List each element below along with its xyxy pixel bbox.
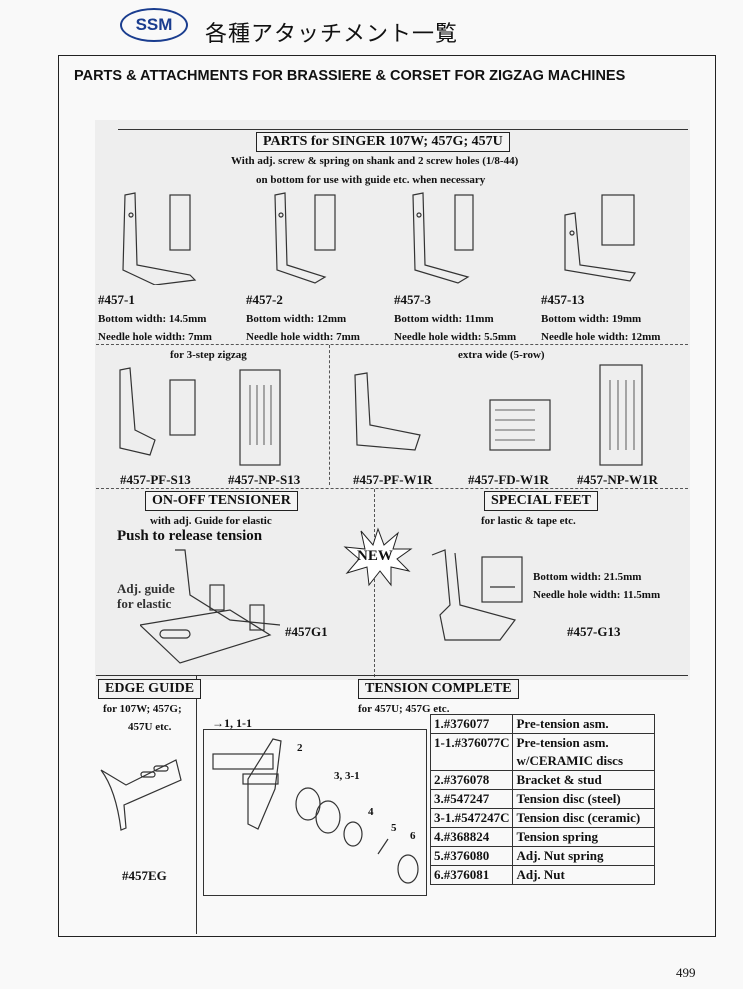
callout-label: 4	[368, 806, 374, 818]
presser-feet-drawings	[122, 192, 636, 285]
dashed-divider	[96, 344, 688, 345]
ssm-logo: SSM	[120, 8, 188, 42]
part-code: #457G1	[285, 624, 328, 639]
part-number: 1.#376077	[429, 714, 514, 734]
part-name: Tension spring	[512, 827, 656, 847]
needle-hole-width: Needle hole width: 11.5mm	[533, 589, 661, 601]
wide-label: extra wide (5-row)	[458, 349, 545, 361]
bottom-width: Bottom width: 12mm	[246, 313, 347, 325]
part-code: #457-PF-W1R	[353, 472, 433, 487]
callout-label: 6	[410, 830, 416, 842]
part-number: 4.#368824	[429, 827, 514, 847]
part-number: 3-1.#547247C	[429, 808, 514, 828]
callout-1: →1, 1-1	[212, 716, 252, 730]
part-number: 6.#376081	[429, 865, 514, 885]
divider	[96, 675, 688, 676]
needle-hole-width: Needle hole width: 12mm	[541, 331, 661, 343]
new-burst-icon	[343, 527, 413, 587]
part-code: #457-PF-S13	[120, 472, 191, 487]
part-code: #457-1	[98, 292, 135, 307]
part-code: #457-FD-W1R	[468, 472, 549, 487]
part-code: #457-3	[394, 292, 431, 307]
gray-panel	[95, 120, 690, 680]
part-number: 3.#547247	[429, 789, 514, 809]
part-code: #457-NP-S13	[228, 472, 301, 487]
zigzag-label: for 3-step zigzag	[170, 349, 247, 361]
needle-hole-width: Needle hole width: 7mm	[246, 331, 360, 343]
bottom-width: Bottom width: 19mm	[541, 313, 642, 325]
callout-label: 5	[391, 822, 397, 834]
edge-desc: for 107W; 457G;	[103, 703, 182, 715]
foot-drawing-4	[564, 194, 636, 282]
part-name: Pre-tension asm.	[512, 714, 656, 734]
special-heading: SPECIAL FEET	[484, 491, 598, 511]
dashed-divider	[374, 489, 375, 677]
parts-desc-2: on bottom for use with guide etc. when n…	[256, 174, 486, 186]
page-number: 499	[676, 965, 696, 980]
callout-label: 1, 1-1	[224, 716, 252, 730]
parts-heading: PARTS for SINGER 107W; 457G; 457U	[256, 132, 510, 152]
part-code: #457EG	[122, 868, 167, 883]
foot-drawing-3	[412, 192, 474, 284]
part-code: #457-NP-W1R	[577, 472, 658, 487]
part-code: #457-13	[541, 292, 585, 307]
push-label: Push to release tension	[117, 528, 263, 544]
part-name: Tension disc (ceramic)	[512, 808, 656, 828]
bottom-width: Bottom width: 14.5mm	[98, 313, 207, 325]
content-frame	[58, 55, 716, 937]
part-code: #457-G13	[567, 624, 621, 639]
edge-desc: 457U etc.	[128, 721, 172, 733]
needle-hole-width: Needle hole width: 7mm	[98, 331, 212, 343]
foot-drawing-2	[274, 192, 336, 284]
part-number: 5.#376080	[429, 846, 514, 866]
parts-desc-1: With adj. screw & spring on shank and 2 …	[231, 155, 519, 167]
tensioner-desc: with adj. Guide for elastic	[150, 515, 272, 527]
part-code: #457-2	[246, 292, 283, 307]
edge-guide-heading: EDGE GUIDE	[98, 679, 202, 699]
callout-label: 3, 3-1	[334, 770, 360, 782]
special-desc: for lastic & tape etc.	[481, 515, 576, 527]
callout-label: 2	[297, 742, 303, 754]
tension-diagram-box	[203, 729, 427, 896]
bottom-width: Bottom width: 11mm	[394, 313, 494, 325]
part-name: Adj. Nut spring	[512, 846, 656, 866]
dashed-divider	[329, 345, 330, 485]
japanese-title: 各種アタッチメント一覧	[205, 22, 459, 47]
tension-exploded-diagram	[212, 738, 419, 884]
special-foot-drawing	[431, 549, 523, 641]
tension-heading: TENSION COMPLETE	[358, 679, 519, 699]
divider	[118, 129, 688, 130]
part-name: Adj. Nut	[512, 865, 656, 885]
zigzag-wide-drawings	[119, 364, 643, 466]
part-name: Bracket & stud	[512, 770, 656, 790]
new-badge: NEW	[357, 548, 393, 564]
edge-guide-drawing	[100, 759, 182, 831]
guide-label: Adj. guide	[117, 581, 175, 596]
foot-drawing-1	[122, 192, 197, 285]
tension-desc: for 457U; 457G etc.	[358, 703, 450, 715]
part-name: Pre-tension asm. w/CERAMIC discs	[512, 733, 656, 771]
part-number: 2.#376078	[429, 770, 514, 790]
part-name: Tension disc (steel)	[512, 789, 656, 809]
needle-hole-width: Needle hole width: 5.5mm	[394, 331, 517, 343]
guide-label: for elastic	[117, 596, 172, 611]
tensioner-heading: ON-OFF TENSIONER	[145, 491, 298, 511]
dashed-divider	[96, 488, 688, 489]
part-number: 1-1.#376077C	[429, 733, 514, 771]
tensioner-drawing	[140, 549, 281, 664]
bottom-width: Bottom width: 21.5mm	[533, 571, 642, 583]
divider	[196, 676, 197, 934]
page-title: PARTS & ATTACHMENTS FOR BRASSIERE & CORS…	[74, 68, 626, 84]
